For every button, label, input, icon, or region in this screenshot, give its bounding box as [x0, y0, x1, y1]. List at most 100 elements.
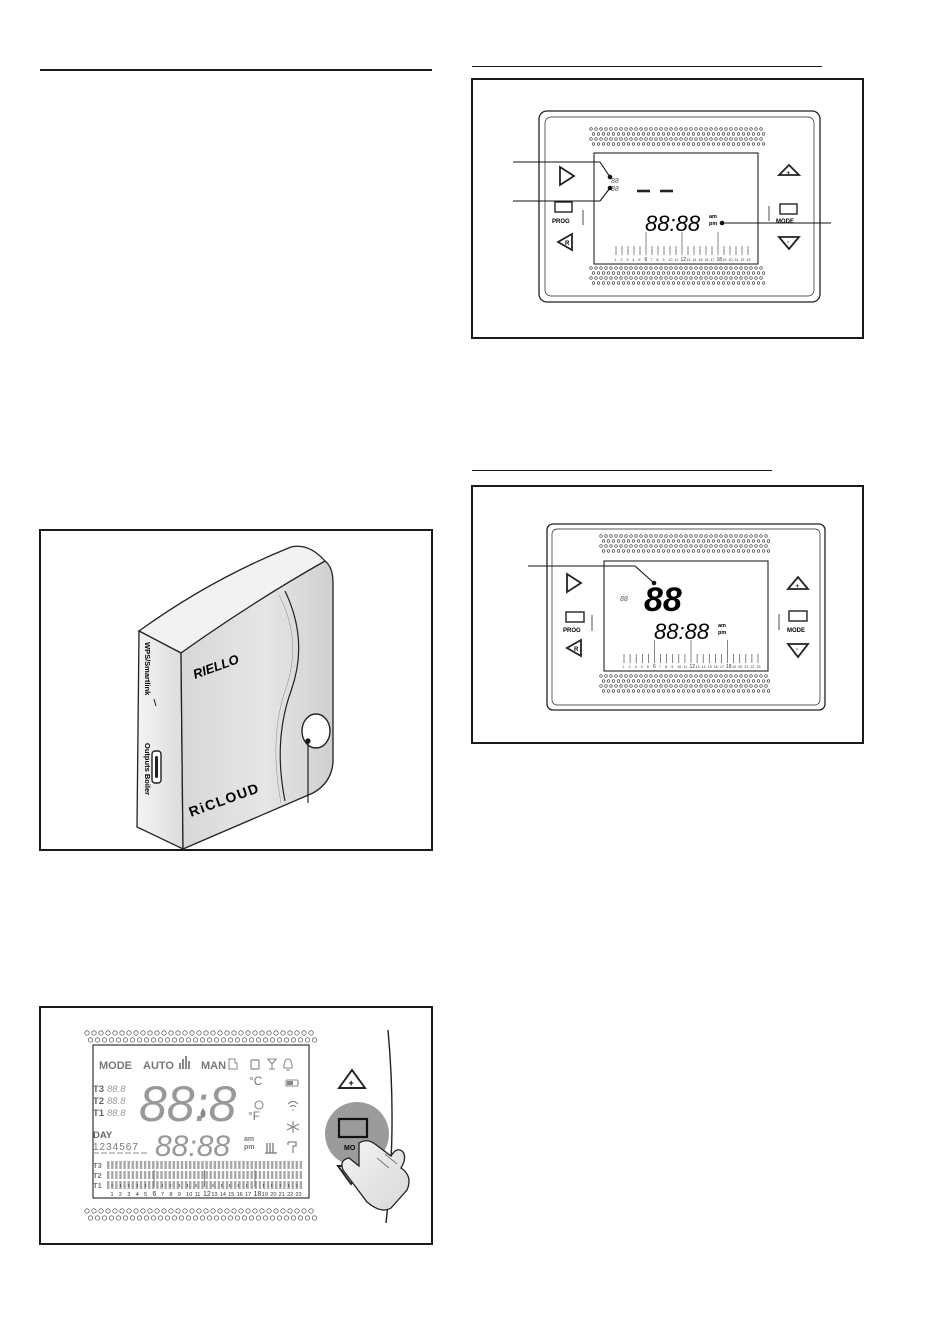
hour-label: 23	[747, 258, 751, 262]
minus-label: -	[787, 240, 789, 246]
full-display-illustration: MODE AUTO MAN T3 88.8 T2 88.8 T1 88.8 88…	[84, 1029, 410, 1224]
plus-button-icon[interactable]	[337, 1068, 367, 1089]
clock-digits: 88:88	[654, 619, 710, 644]
hour-label: 15	[708, 665, 712, 669]
am-indicator: am	[718, 623, 726, 629]
mode-button[interactable]	[779, 203, 798, 215]
hour-label: 5	[647, 665, 649, 669]
speaker-grille-top	[84, 1030, 317, 1043]
hour-label: 19	[732, 665, 736, 669]
hour-label: 15	[228, 1192, 234, 1198]
hour-label: 13	[211, 1192, 217, 1198]
plus-button-icon[interactable]	[786, 575, 810, 590]
mode-label: MODE	[776, 219, 794, 225]
t2-value: 88.8	[107, 1096, 126, 1107]
hour-label: 2	[119, 1192, 122, 1198]
snowflake-icon	[286, 1121, 300, 1133]
hour-label: 8	[665, 665, 667, 669]
hour-label: 5	[639, 258, 641, 262]
clock-digits: 88:88	[645, 211, 701, 236]
next-arrow-icon[interactable]	[566, 572, 583, 594]
pm-indicator: pm	[718, 630, 726, 636]
reset-label: R	[565, 241, 570, 247]
hour-label: 9	[671, 665, 673, 669]
hour-label: 1	[615, 258, 617, 262]
speaker-grille-top	[599, 534, 771, 553]
prog-button[interactable]	[565, 611, 585, 623]
hour-label: 18	[253, 1191, 261, 1198]
reset-arrow-icon[interactable]	[565, 638, 582, 658]
hour-label: 16	[705, 258, 709, 262]
hour-label: 7	[161, 1192, 164, 1198]
row-t1-label: T1	[93, 1181, 102, 1190]
prog-label: PROG	[552, 219, 570, 225]
hour-label: 5	[144, 1192, 147, 1198]
t3-label: T3	[93, 1084, 104, 1095]
speaker-grille-top	[589, 127, 766, 146]
prog-button[interactable]	[554, 201, 573, 213]
plus-label: +	[787, 171, 791, 177]
figure-ricloud-device: WPS/Smartlink Outputs Boiler RIELLO RiCL…	[39, 529, 433, 851]
hour-label: 20	[738, 665, 742, 669]
minus-button-icon[interactable]	[786, 643, 810, 659]
hour-label: 3	[635, 665, 637, 669]
pm-indicator: pm	[709, 221, 717, 227]
wps-smartlink-label: WPS/Smartlink	[143, 642, 152, 696]
man-indicator: MAN	[201, 1060, 226, 1072]
ricloud-device-illustration: WPS/Smartlink Outputs Boiler RIELLO RiCL…	[136, 545, 334, 851]
mode-button[interactable]	[788, 610, 808, 622]
am-indicator: am	[244, 1136, 254, 1143]
hour-label: 4	[641, 665, 643, 669]
hour-label: 10	[677, 665, 681, 669]
glass-icon	[266, 1058, 278, 1070]
clock-digits: 88:88	[155, 1130, 230, 1163]
wps-button[interactable]	[301, 713, 331, 749]
hour-label: 3	[127, 1192, 130, 1198]
hour-label: 23	[296, 1192, 302, 1198]
outputs-boiler-label: Outputs Boiler	[143, 743, 152, 795]
hour-label: 14	[702, 665, 706, 669]
plus-button-icon[interactable]	[776, 163, 802, 176]
hour-label: 11	[675, 258, 679, 262]
hour-label: 19	[723, 258, 727, 262]
section-rule-top-left	[40, 69, 432, 71]
hour-label: 7	[651, 258, 653, 262]
hour-label: 20	[270, 1192, 276, 1198]
bell-icon	[283, 1058, 293, 1071]
hour-label: 19	[262, 1192, 268, 1198]
large-digits: 88	[644, 581, 682, 619]
hour-label: 17	[245, 1192, 251, 1198]
hour-label: 12	[681, 257, 687, 263]
hour-label: 17	[720, 665, 724, 669]
hour-label: 10	[669, 258, 673, 262]
section-rule-mid-right	[472, 470, 772, 471]
mode-button[interactable]	[337, 1117, 369, 1139]
am-indicator: am	[709, 214, 717, 220]
minus-button-icon[interactable]	[777, 236, 801, 251]
row-t2-label: T2	[93, 1171, 102, 1180]
section-rule-top-right	[472, 66, 822, 67]
hour-label: 9	[178, 1192, 181, 1198]
battery-icon	[285, 1079, 299, 1087]
hour-label: 14	[693, 258, 697, 262]
hour-label: 7	[659, 665, 661, 669]
hour-label: 6	[153, 1191, 157, 1198]
hour-label: 9	[663, 258, 665, 262]
hour-label: 4	[136, 1192, 139, 1198]
hour-label: 18	[717, 257, 723, 263]
hour-label: 2	[629, 665, 631, 669]
manual-hand-icon	[228, 1058, 238, 1070]
pm-indicator: pm	[244, 1144, 255, 1151]
small-digits-a: 88	[611, 178, 619, 185]
reset-arrow-icon[interactable]	[556, 232, 573, 252]
wifi-icon	[287, 1100, 299, 1111]
hour-label: 22	[741, 258, 745, 262]
next-arrow-icon[interactable]	[559, 165, 576, 187]
hour-label: 6	[653, 664, 656, 670]
